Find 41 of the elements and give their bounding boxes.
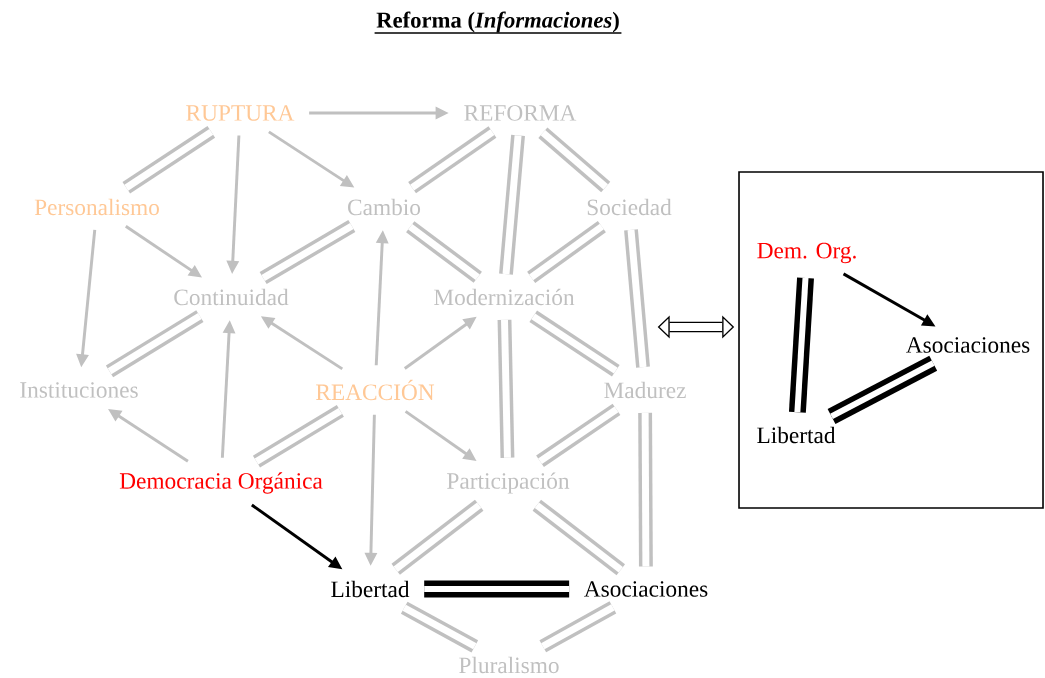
node-label: RUPTURA xyxy=(186,105,295,121)
double-line xyxy=(624,229,650,368)
double-line xyxy=(638,412,653,567)
node-label: Asociaciones xyxy=(906,337,1030,353)
node-label: Democracia Orgánica xyxy=(119,472,323,494)
double-line xyxy=(827,355,938,424)
node-label: Cambio xyxy=(348,198,421,216)
double-line xyxy=(252,405,344,468)
node-label: Pluralismo xyxy=(459,656,559,674)
double-line xyxy=(539,601,617,653)
double-line xyxy=(105,310,204,378)
double-line xyxy=(538,127,611,193)
double-line xyxy=(497,319,515,458)
node-label: Asociaciones xyxy=(584,581,708,597)
double-line xyxy=(527,220,606,284)
double-line xyxy=(529,310,620,377)
double-line xyxy=(406,221,482,283)
double-line xyxy=(536,403,621,467)
node-label: Instituciones xyxy=(20,382,138,398)
double-line xyxy=(532,499,625,576)
node-label: Sociedad xyxy=(587,198,672,216)
double-line xyxy=(122,126,216,194)
node-label: Libertad xyxy=(757,426,836,444)
double-line xyxy=(408,126,497,194)
node-label: REFORMA xyxy=(464,105,577,121)
double-line xyxy=(788,277,814,413)
node-label: REACCIÓN xyxy=(316,379,435,401)
double-line xyxy=(499,134,525,275)
node-label: Participación xyxy=(447,472,570,494)
panel-box xyxy=(738,171,1044,509)
title: Reforma (Informaciones) xyxy=(376,11,619,33)
double-line xyxy=(391,499,484,575)
node-label: Personalismo xyxy=(34,198,159,216)
node-label: Modernización xyxy=(434,288,575,306)
node-label: Dem. Org. xyxy=(757,242,856,264)
node-label: Continuidad xyxy=(174,288,289,306)
node-label: Madurez xyxy=(604,381,686,399)
double-line xyxy=(424,580,570,598)
double-line xyxy=(259,219,356,285)
node-label: Libertad xyxy=(331,580,410,598)
double-line xyxy=(400,601,479,653)
